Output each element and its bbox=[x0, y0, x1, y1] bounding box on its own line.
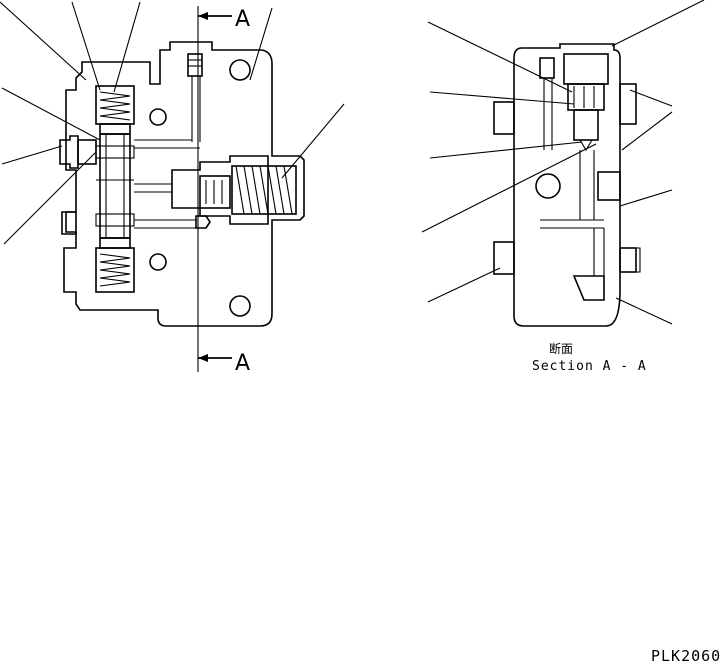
top-plug bbox=[187, 53, 203, 77]
mount-hole-bottom-right bbox=[229, 295, 251, 317]
front-body-outline bbox=[63, 41, 305, 327]
section-caption-english: Section A - A bbox=[532, 359, 647, 374]
section-body-outline bbox=[513, 43, 621, 327]
mount-hole-top-right bbox=[229, 59, 251, 81]
left-plug-upper bbox=[59, 135, 79, 169]
front-view bbox=[59, 41, 305, 327]
front-leader-lines bbox=[0, 1, 345, 245]
section-letter-top: A bbox=[235, 7, 250, 32]
left-plug-lower bbox=[61, 211, 77, 235]
section-cut-line: A A bbox=[197, 6, 250, 376]
section-view bbox=[421, 0, 705, 327]
section-letter-bottom: A bbox=[235, 351, 250, 376]
mount-hole-mid-left bbox=[149, 108, 167, 126]
top-cartridge bbox=[563, 53, 609, 152]
section-caption-japanese: 断面 bbox=[549, 341, 573, 356]
drawing-code: PLK2060 bbox=[651, 647, 721, 664]
central-spool bbox=[95, 133, 135, 239]
section-center-port bbox=[535, 173, 561, 199]
mount-hole-low-left bbox=[149, 253, 167, 271]
lower-spring-assembly bbox=[95, 237, 135, 293]
relief-valve-cartridge bbox=[171, 155, 297, 225]
upper-spring-assembly bbox=[95, 85, 135, 135]
